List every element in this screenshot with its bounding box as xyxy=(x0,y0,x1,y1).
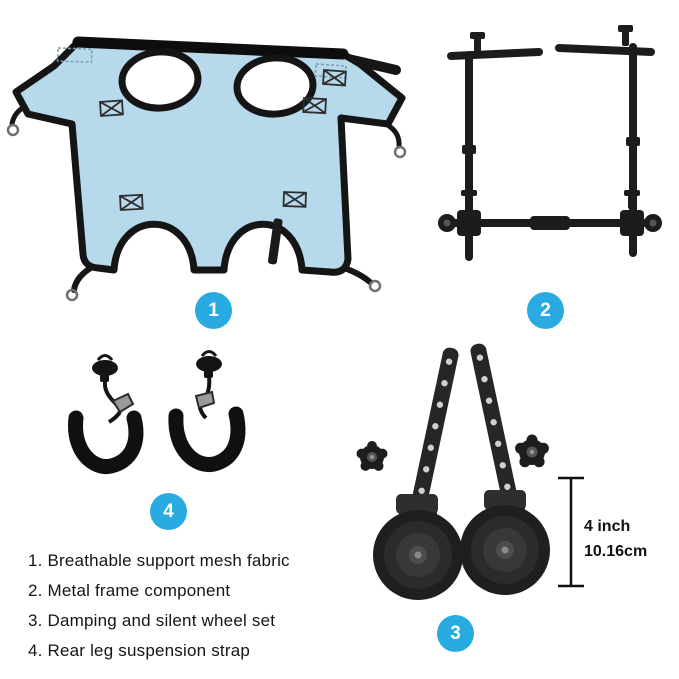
wheel-right xyxy=(460,505,550,595)
left-strut xyxy=(411,347,459,507)
harness-body xyxy=(12,38,406,276)
star-knob-left xyxy=(356,441,388,471)
item-4-badge: 4 xyxy=(150,493,187,530)
frame-graphic xyxy=(438,25,662,261)
legend-item-2: 2. Metal frame component xyxy=(28,581,231,600)
right-strut xyxy=(470,343,518,503)
harness-clips xyxy=(6,123,407,302)
dimension-bracket-graphic xyxy=(558,476,584,588)
legend-item-1: 1. Breathable support mesh fabric xyxy=(28,551,290,570)
item-2-badge: 2 xyxy=(527,292,564,329)
frame-bolts xyxy=(457,25,644,236)
legend-item-3: 3. Damping and silent wheel set xyxy=(28,611,276,630)
straps-graphic xyxy=(68,350,246,474)
legend-item-4: 4. Rear leg suspension strap xyxy=(28,641,251,660)
item-1-badge: 1 xyxy=(195,292,232,329)
strap-right xyxy=(168,350,246,472)
harness-graphic xyxy=(6,36,407,302)
parts-legend: 1. Breathable support mesh fabric 2. Met… xyxy=(28,551,290,661)
clamp-knobs xyxy=(438,214,662,232)
dimension-line xyxy=(552,476,592,588)
harness-top-binding xyxy=(72,36,349,60)
suspension-straps-image xyxy=(62,350,267,487)
metal-frame-image xyxy=(438,25,663,265)
dimension-inches: 4 inch xyxy=(584,518,631,535)
mesh-harness-image xyxy=(6,14,408,302)
dimension-label: 4 inch 10.16cm xyxy=(584,514,647,564)
wheel-left xyxy=(373,510,463,600)
item-3-badge: 3 xyxy=(437,615,474,652)
wheels-graphic xyxy=(356,343,550,600)
mesh-marks xyxy=(99,69,347,211)
strap-left xyxy=(68,354,144,474)
inner-strap xyxy=(267,218,283,265)
wheel-set-image xyxy=(352,342,567,607)
harness-leg-holes xyxy=(118,48,317,118)
dimension-cm: 10.16cm xyxy=(584,543,648,560)
star-knob-right xyxy=(515,434,549,468)
